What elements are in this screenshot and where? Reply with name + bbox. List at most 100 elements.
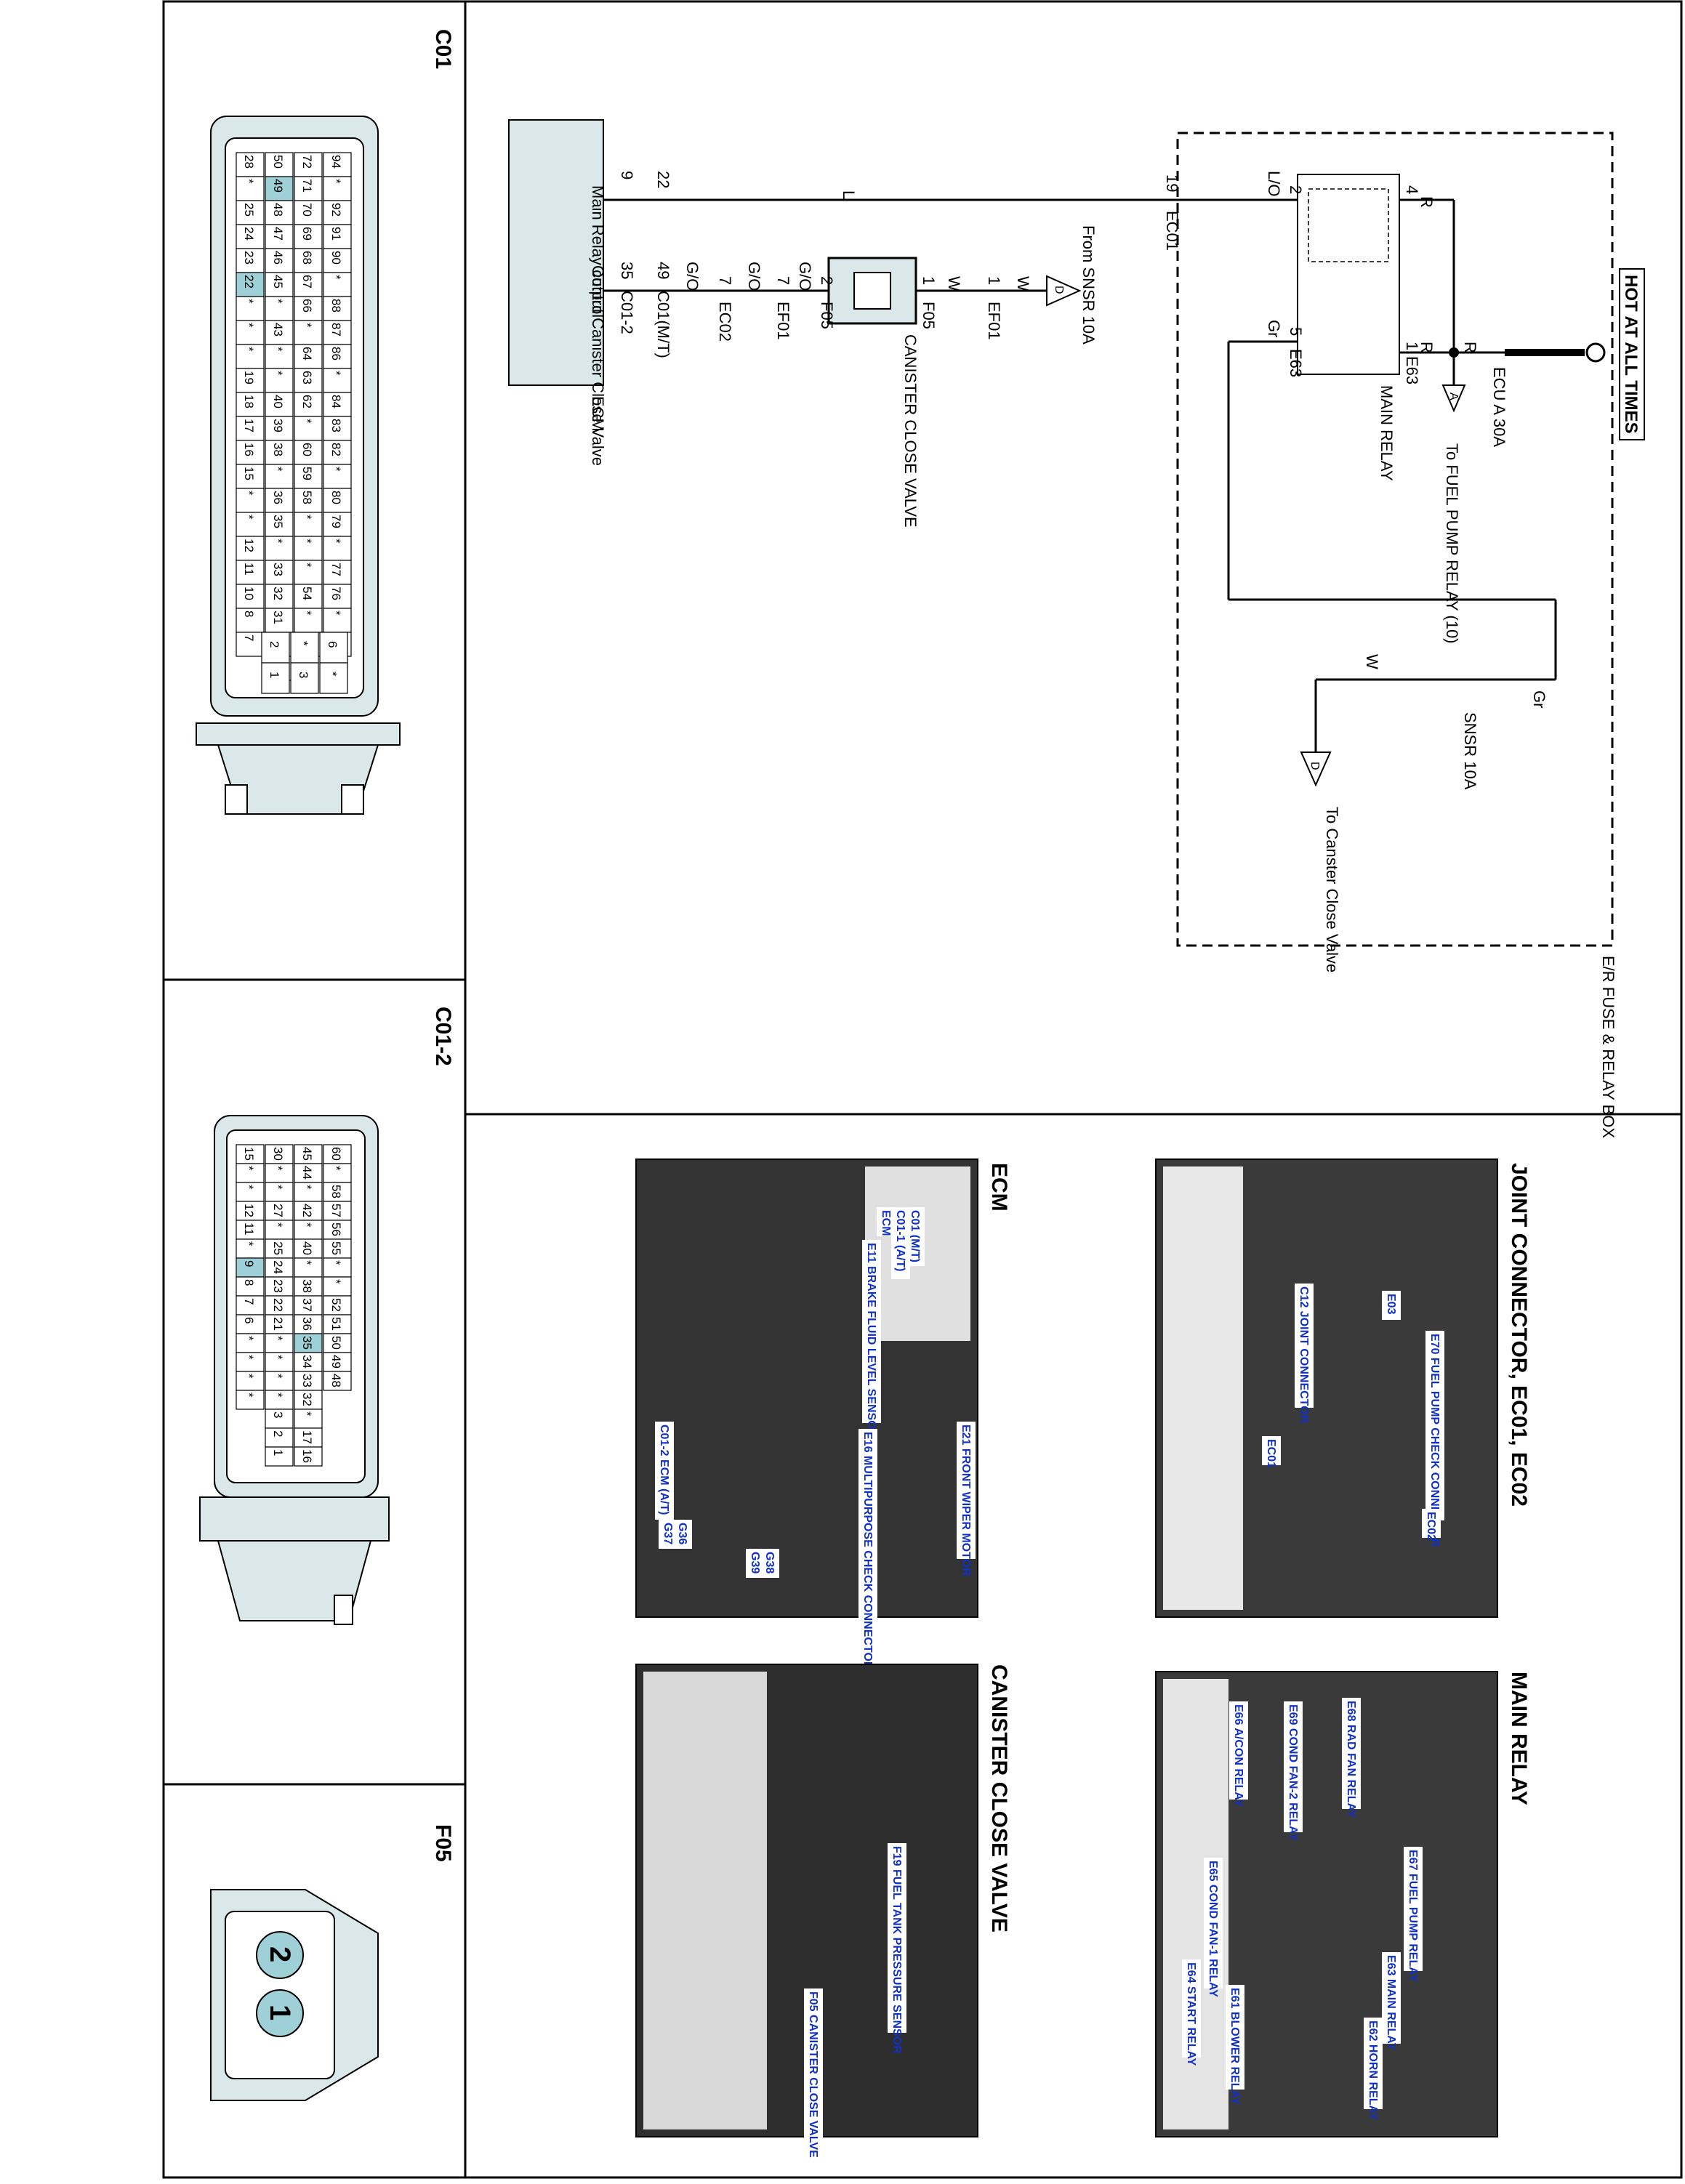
- callout-label: E65 COND FAN-1 RELAY: [1207, 1861, 1219, 1997]
- c012-pin-cell: [265, 1163, 294, 1183]
- c01-pin-cell: [294, 560, 323, 585]
- callout-label: E61 BLOWER RELAY: [1228, 1988, 1241, 2106]
- c01-small-grid: 6**321: [261, 632, 348, 694]
- c01-pin-label: *: [329, 371, 343, 376]
- c012-flange: [199, 1496, 390, 1542]
- c01-pin-cell: [265, 344, 294, 369]
- ecm-pin-49: 49: [654, 262, 672, 279]
- c012-pin-label: 40: [300, 1241, 314, 1255]
- callout-label: E69 COND FAN-2 RELAY: [1287, 1704, 1299, 1841]
- to-canister-label: To Canster Close Valve: [1323, 807, 1341, 972]
- c01-pin-label: *: [242, 347, 256, 352]
- c01-pin-label: 38: [271, 443, 285, 456]
- c012-pin-cell: [323, 1163, 352, 1183]
- c012-pin-label: *: [271, 1185, 285, 1190]
- photo-canister-title: CANISTER CLOSE VALVE: [987, 1664, 1011, 1933]
- wire-color-gr-1: Gr: [1265, 320, 1283, 337]
- callout-label: E16 MULTIPURPOSE CHECK CONNECTOR: [861, 1432, 874, 1670]
- callout-bg: [1425, 1331, 1444, 1520]
- c012-pin-label: 27: [271, 1204, 285, 1217]
- c01-pin-label: *: [300, 563, 314, 568]
- c01-pin-cell: [265, 248, 294, 273]
- c01-pin-label: 36: [271, 491, 285, 504]
- c012-pin-cell: [236, 1163, 265, 1183]
- c012-pin-label: *: [242, 1393, 256, 1398]
- wire-color-go-2: G/O: [745, 262, 763, 291]
- c01-tab-1: [225, 784, 248, 815]
- c012-pin-label: *: [271, 1355, 285, 1360]
- ef01-pin: 1: [985, 276, 1003, 285]
- wire-color-r-1: R: [1417, 196, 1436, 208]
- c012-pin-cell: [323, 1333, 352, 1353]
- c01-pin-label: *: [242, 491, 256, 496]
- c01-pin-cell: [236, 224, 265, 249]
- c01-pin-cell: [294, 200, 323, 225]
- callout-label: E11 BRAKE FLUID LEVEL SENSOR: [865, 1243, 877, 1438]
- battery-terminal: [1585, 342, 1606, 363]
- wire-color-r-2: R: [1417, 342, 1436, 353]
- c012-pin-cell: [265, 1446, 294, 1467]
- c01-small-label: 2: [268, 641, 281, 648]
- fuse-snsr-label: SNSR 10A: [1461, 712, 1479, 790]
- c01-pin-label: 71: [300, 179, 314, 193]
- c012-pin-cell: [294, 1352, 323, 1372]
- c01-pin-label: 92: [329, 203, 343, 217]
- page-frame: [162, 0, 1683, 2179]
- c012-pin-label: *: [271, 1166, 285, 1171]
- c01-pin-cell: [323, 416, 352, 441]
- callout-label: E67 FUEL PUMP RELAY: [1407, 1850, 1419, 1982]
- c01-pin-cell: [323, 488, 352, 513]
- callout-label: F05 CANISTER CLOSE VALVE: [807, 1991, 819, 2158]
- c01-pin-label: 45: [271, 275, 285, 289]
- c012-pin-cell: [265, 1371, 294, 1391]
- callout-label: E03: [1385, 1294, 1397, 1315]
- c01-pin-label: 69: [300, 227, 314, 241]
- relay-e63-b: E63: [1287, 349, 1305, 377]
- c012-pin-label: 11: [242, 1222, 256, 1236]
- c01-pin-cell: [323, 440, 352, 465]
- main-relay: [1297, 174, 1400, 375]
- callout-label: G38: [763, 1552, 776, 1573]
- c012-pin-label: 17: [300, 1430, 314, 1444]
- c01-pin-cell: [294, 440, 323, 465]
- ecm-label: ECM: [589, 396, 607, 432]
- c01-pin-label: 43: [271, 323, 285, 337]
- callout-label: E62 HORN RELAY: [1367, 2020, 1379, 2121]
- c012-pin-label: 30: [271, 1147, 285, 1161]
- c01-pin-label: *: [271, 371, 285, 376]
- fuse-ecu-a-label: ECU A 30A: [1490, 367, 1508, 447]
- callout-bg: [862, 1240, 881, 1423]
- c01-pin-cell: [236, 200, 265, 225]
- c01-pin-label: 46: [271, 251, 285, 265]
- c01-pin-label: *: [242, 179, 256, 184]
- ec02-label: EC02: [716, 302, 734, 342]
- c01-pin-label: 49: [271, 179, 285, 193]
- c012-pin-label: *: [300, 1222, 314, 1228]
- c01-small-cell: [290, 662, 319, 694]
- from-snsr-label: From SNSR 10A: [1079, 225, 1098, 344]
- callout-label: F19 FUEL TANK PRESSURE SENSOR: [890, 1846, 903, 2054]
- c01-small-label: *: [297, 641, 310, 646]
- c012-pin-label: 22: [271, 1298, 285, 1312]
- c01-pin-label: 25: [242, 203, 256, 217]
- c01-pin-cell: [236, 632, 265, 657]
- c01-pin-cell: [294, 248, 323, 273]
- photo-relay-title: MAIN RELAY: [1507, 1672, 1531, 1805]
- ef01-pin-7: 7: [774, 276, 792, 285]
- c01-pin-label: 23: [242, 251, 256, 265]
- c01-pin-label: 91: [329, 227, 343, 241]
- c01-small-cell: [290, 632, 319, 664]
- f05-pin-1-label: 1: [264, 2004, 296, 2020]
- connector-c01-2: C01-2 60*58575655**52515049484544*42*40*…: [199, 1007, 455, 1625]
- wire-color-l: L: [840, 190, 858, 199]
- c01-pin-label: 70: [300, 203, 314, 217]
- callout-bg: [1295, 1284, 1314, 1408]
- c012-pin-cell: [294, 1333, 323, 1353]
- c012-pin-label: 44: [300, 1166, 314, 1180]
- c012-tab: [334, 1595, 353, 1625]
- ef01-label-2: EF01: [774, 302, 792, 340]
